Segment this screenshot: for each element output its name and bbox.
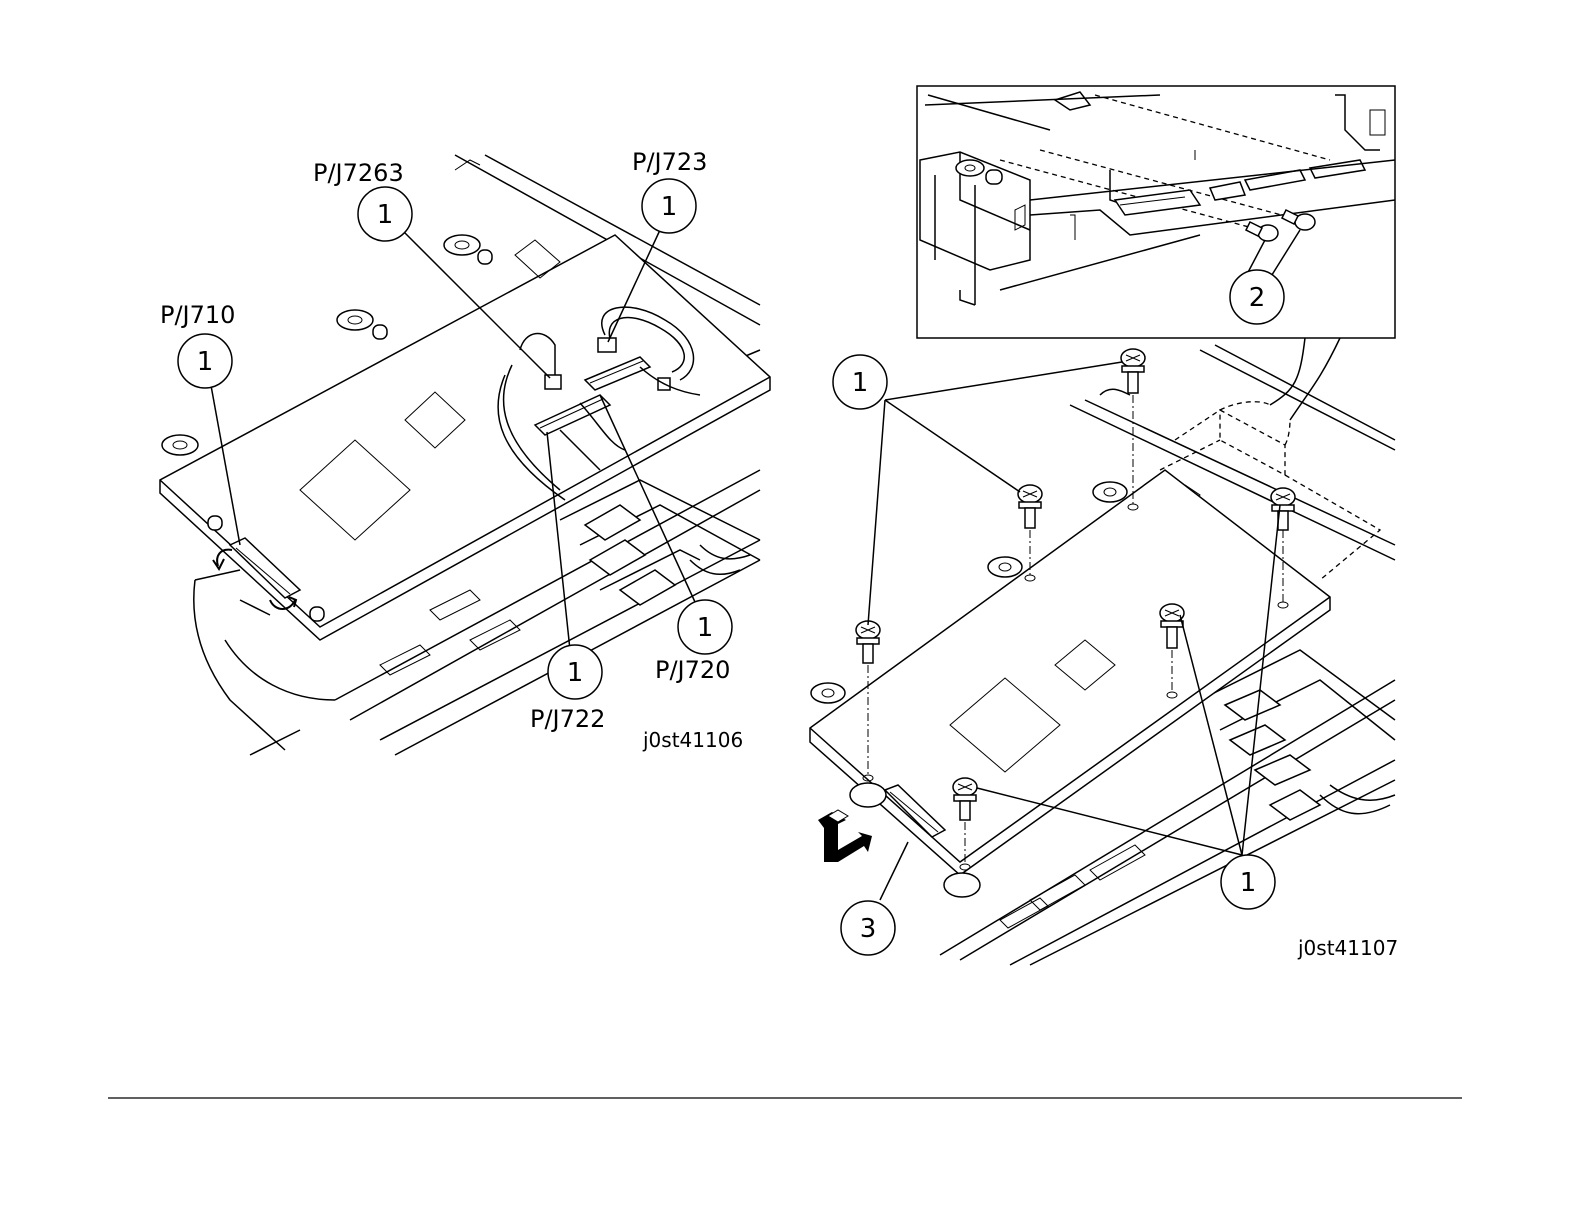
left-figure: 1 1 1 1 1 P/J7263 P/J723 P/J710 P/J720 P… bbox=[160, 148, 770, 755]
figure-id-right: j0st41107 bbox=[1297, 936, 1398, 960]
control-pwb-left bbox=[160, 235, 770, 640]
callout-pj720: 1 bbox=[697, 613, 714, 643]
label-pj710: P/J710 bbox=[160, 301, 235, 329]
screw-2 bbox=[1018, 485, 1042, 528]
screw-4 bbox=[1271, 488, 1295, 530]
control-pwb-right bbox=[810, 470, 1330, 897]
label-pj7263: P/J7263 bbox=[313, 159, 404, 187]
callout-detail-screws: 2 bbox=[1249, 283, 1266, 313]
callout-screws-left: 1 bbox=[852, 368, 869, 398]
label-pj723: P/J723 bbox=[632, 148, 707, 176]
label-pj722: P/J722 bbox=[530, 705, 605, 733]
label-pj720: P/J720 bbox=[655, 656, 730, 684]
callout-pwb: 3 bbox=[860, 914, 877, 944]
callout-pj7263: 1 bbox=[377, 200, 394, 230]
figure-id-left: j0st41106 bbox=[642, 728, 743, 752]
callout-pj723: 1 bbox=[661, 192, 678, 222]
removal-arrow-icon bbox=[818, 810, 872, 862]
callout-screws-right: 1 bbox=[1240, 868, 1257, 898]
callout-pj710: 1 bbox=[197, 347, 214, 377]
right-figure: 2 bbox=[810, 86, 1398, 965]
detail-inset: 2 bbox=[917, 86, 1395, 338]
screw-3 bbox=[856, 621, 880, 663]
screw-1 bbox=[1121, 349, 1145, 393]
callout-pj722: 1 bbox=[567, 658, 584, 688]
